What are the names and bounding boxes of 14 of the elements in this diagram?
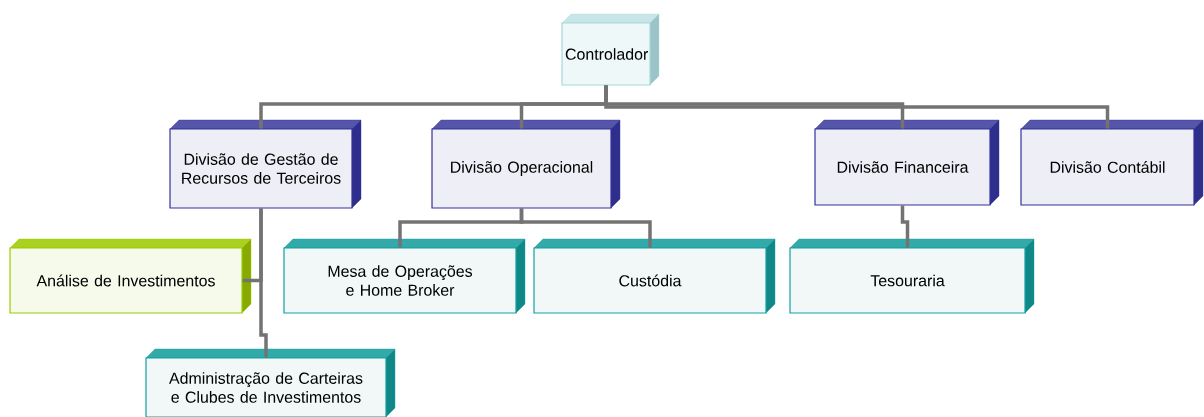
connector-line: [259, 208, 268, 358]
org-box: Mesa de Operações e Home Broker: [283, 238, 526, 314]
connector-line: [604, 85, 1110, 129]
org-box: Divisão Financeira: [814, 119, 1000, 206]
connector-line: [519, 208, 652, 248]
org-box: Custódia: [533, 238, 776, 314]
org-box: Divisão Operacional: [431, 119, 621, 209]
org-box: Tesouraria: [789, 238, 1035, 314]
org-box: Controlador: [561, 13, 660, 86]
org-box: Divisão Contábil: [1020, 119, 1204, 206]
org-box: Análise de Investimentos: [9, 238, 252, 314]
org-box: Administração de Carteiras e Clubes de Investimentos: [145, 348, 396, 417]
org-box: Divisão de Gestão de Recursos de Terceiros: [169, 119, 362, 209]
connector-line: [900, 205, 910, 248]
